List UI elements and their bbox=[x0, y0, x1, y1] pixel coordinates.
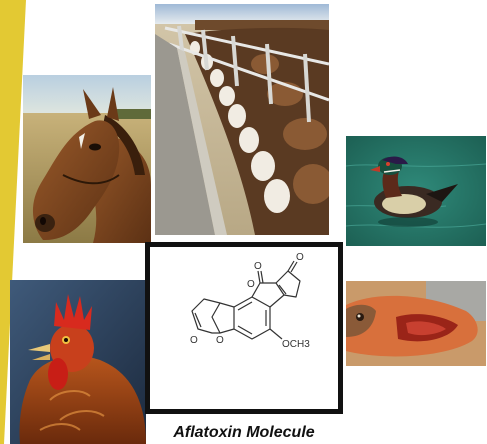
methoxy-label: OCH3 bbox=[282, 339, 310, 350]
horse-photo bbox=[23, 75, 151, 243]
svg-text:O: O bbox=[254, 261, 262, 272]
svg-text:O: O bbox=[216, 335, 224, 346]
svg-text:O: O bbox=[190, 335, 198, 346]
cattle-feedlot-photo bbox=[155, 4, 329, 235]
svg-text:O: O bbox=[296, 252, 304, 263]
figure-caption: Aflatoxin Molecule bbox=[173, 424, 315, 441]
fish-photo bbox=[346, 281, 486, 366]
duck-photo bbox=[346, 136, 486, 246]
aflatoxin-structure-diagram: O O O O O OCH3 bbox=[190, 252, 310, 350]
rooster-photo bbox=[10, 280, 146, 444]
svg-text:O: O bbox=[247, 279, 255, 290]
molecule-frame: O O O O O OCH3 bbox=[145, 242, 343, 414]
